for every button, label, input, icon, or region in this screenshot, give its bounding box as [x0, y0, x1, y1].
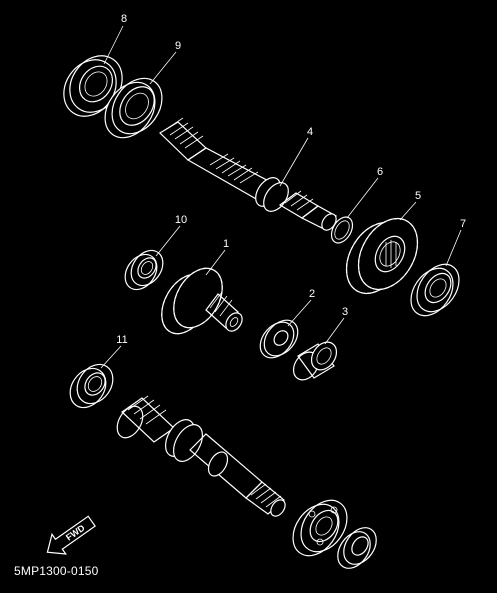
- part-2-washer[interactable]: [253, 314, 304, 365]
- drive-axle-seal[interactable]: [331, 522, 383, 575]
- label-part-3: 3: [342, 306, 348, 318]
- part-4-main-axle[interactable]: [159, 117, 339, 233]
- label-part-4: 4: [307, 126, 313, 138]
- part-11-bearing[interactable]: [63, 358, 120, 415]
- drive-axle[interactable]: [112, 395, 288, 519]
- part-3-needle-bearing[interactable]: [288, 337, 341, 384]
- label-part-5: 5: [415, 190, 421, 202]
- label-part-2: 2: [309, 288, 315, 300]
- part-labels: 8 9 4 6 5 7 10 1 2 3 11: [116, 13, 466, 346]
- part-1-gear[interactable]: [152, 260, 246, 342]
- leader-lines: [100, 25, 462, 369]
- label-part-1: 1: [223, 238, 229, 250]
- part-9-bearing[interactable]: [95, 69, 172, 147]
- label-part-9: 9: [175, 40, 181, 52]
- fwd-arrow-icon: [46, 515, 96, 555]
- reference-code: 5MP1300-0150: [14, 564, 99, 578]
- label-part-7: 7: [460, 218, 466, 230]
- part-5-gear[interactable]: [334, 208, 429, 304]
- part-10-bearing[interactable]: [119, 244, 170, 295]
- part-7-bearing[interactable]: [402, 256, 467, 323]
- label-part-8: 8: [121, 13, 127, 25]
- drive-axle-bearing[interactable]: [284, 492, 357, 565]
- forward-arrow: FWD: [46, 515, 96, 555]
- label-part-6: 6: [377, 166, 383, 178]
- part-6-circlip[interactable]: [327, 213, 357, 246]
- label-part-10: 10: [175, 214, 187, 226]
- label-part-11: 11: [116, 334, 127, 346]
